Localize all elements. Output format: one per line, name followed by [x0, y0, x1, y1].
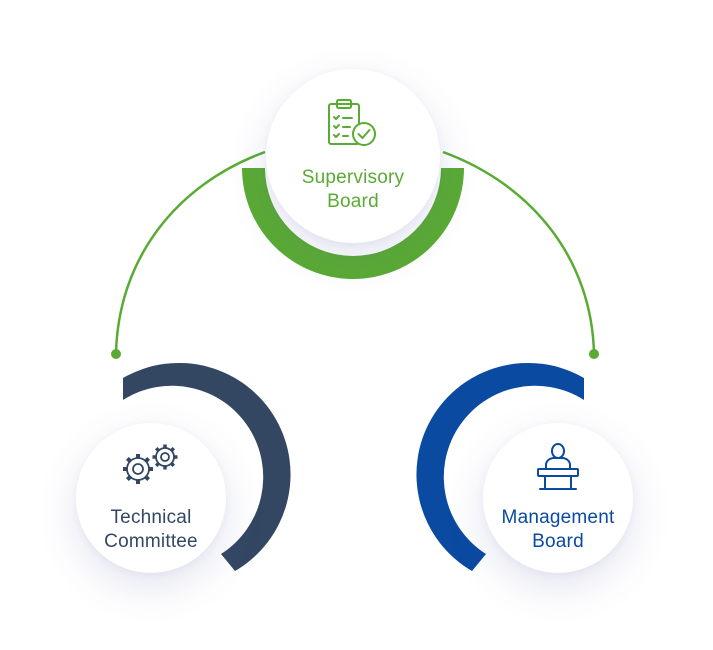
clipboard-check-icon: [326, 98, 380, 156]
connector-dot-left: [111, 349, 121, 359]
connector-left: [114, 150, 266, 355]
gears-icon: [118, 443, 184, 492]
connector-right: [442, 150, 596, 355]
supervisory-label-line2: Board: [327, 190, 379, 212]
management-accent-arc: [416, 362, 584, 571]
management-label-line2: Board: [532, 530, 584, 552]
technical-label-line2: Committee: [104, 530, 198, 552]
supervisory-label-line1: Supervisory: [301, 166, 405, 188]
node-supervisory-board: Supervisory Board: [266, 69, 440, 243]
supervisory-accent-arc: [242, 168, 464, 279]
speaker-podium-icon: [536, 442, 580, 496]
node-technical-committee: Technical Committee: [76, 423, 226, 573]
technical-accent-arc: [123, 362, 291, 571]
management-label-line1: Management: [501, 506, 615, 528]
technical-label-line1: Technical: [110, 506, 192, 528]
node-management-board: Management Board: [483, 423, 633, 573]
connector-dot-right: [589, 349, 599, 359]
